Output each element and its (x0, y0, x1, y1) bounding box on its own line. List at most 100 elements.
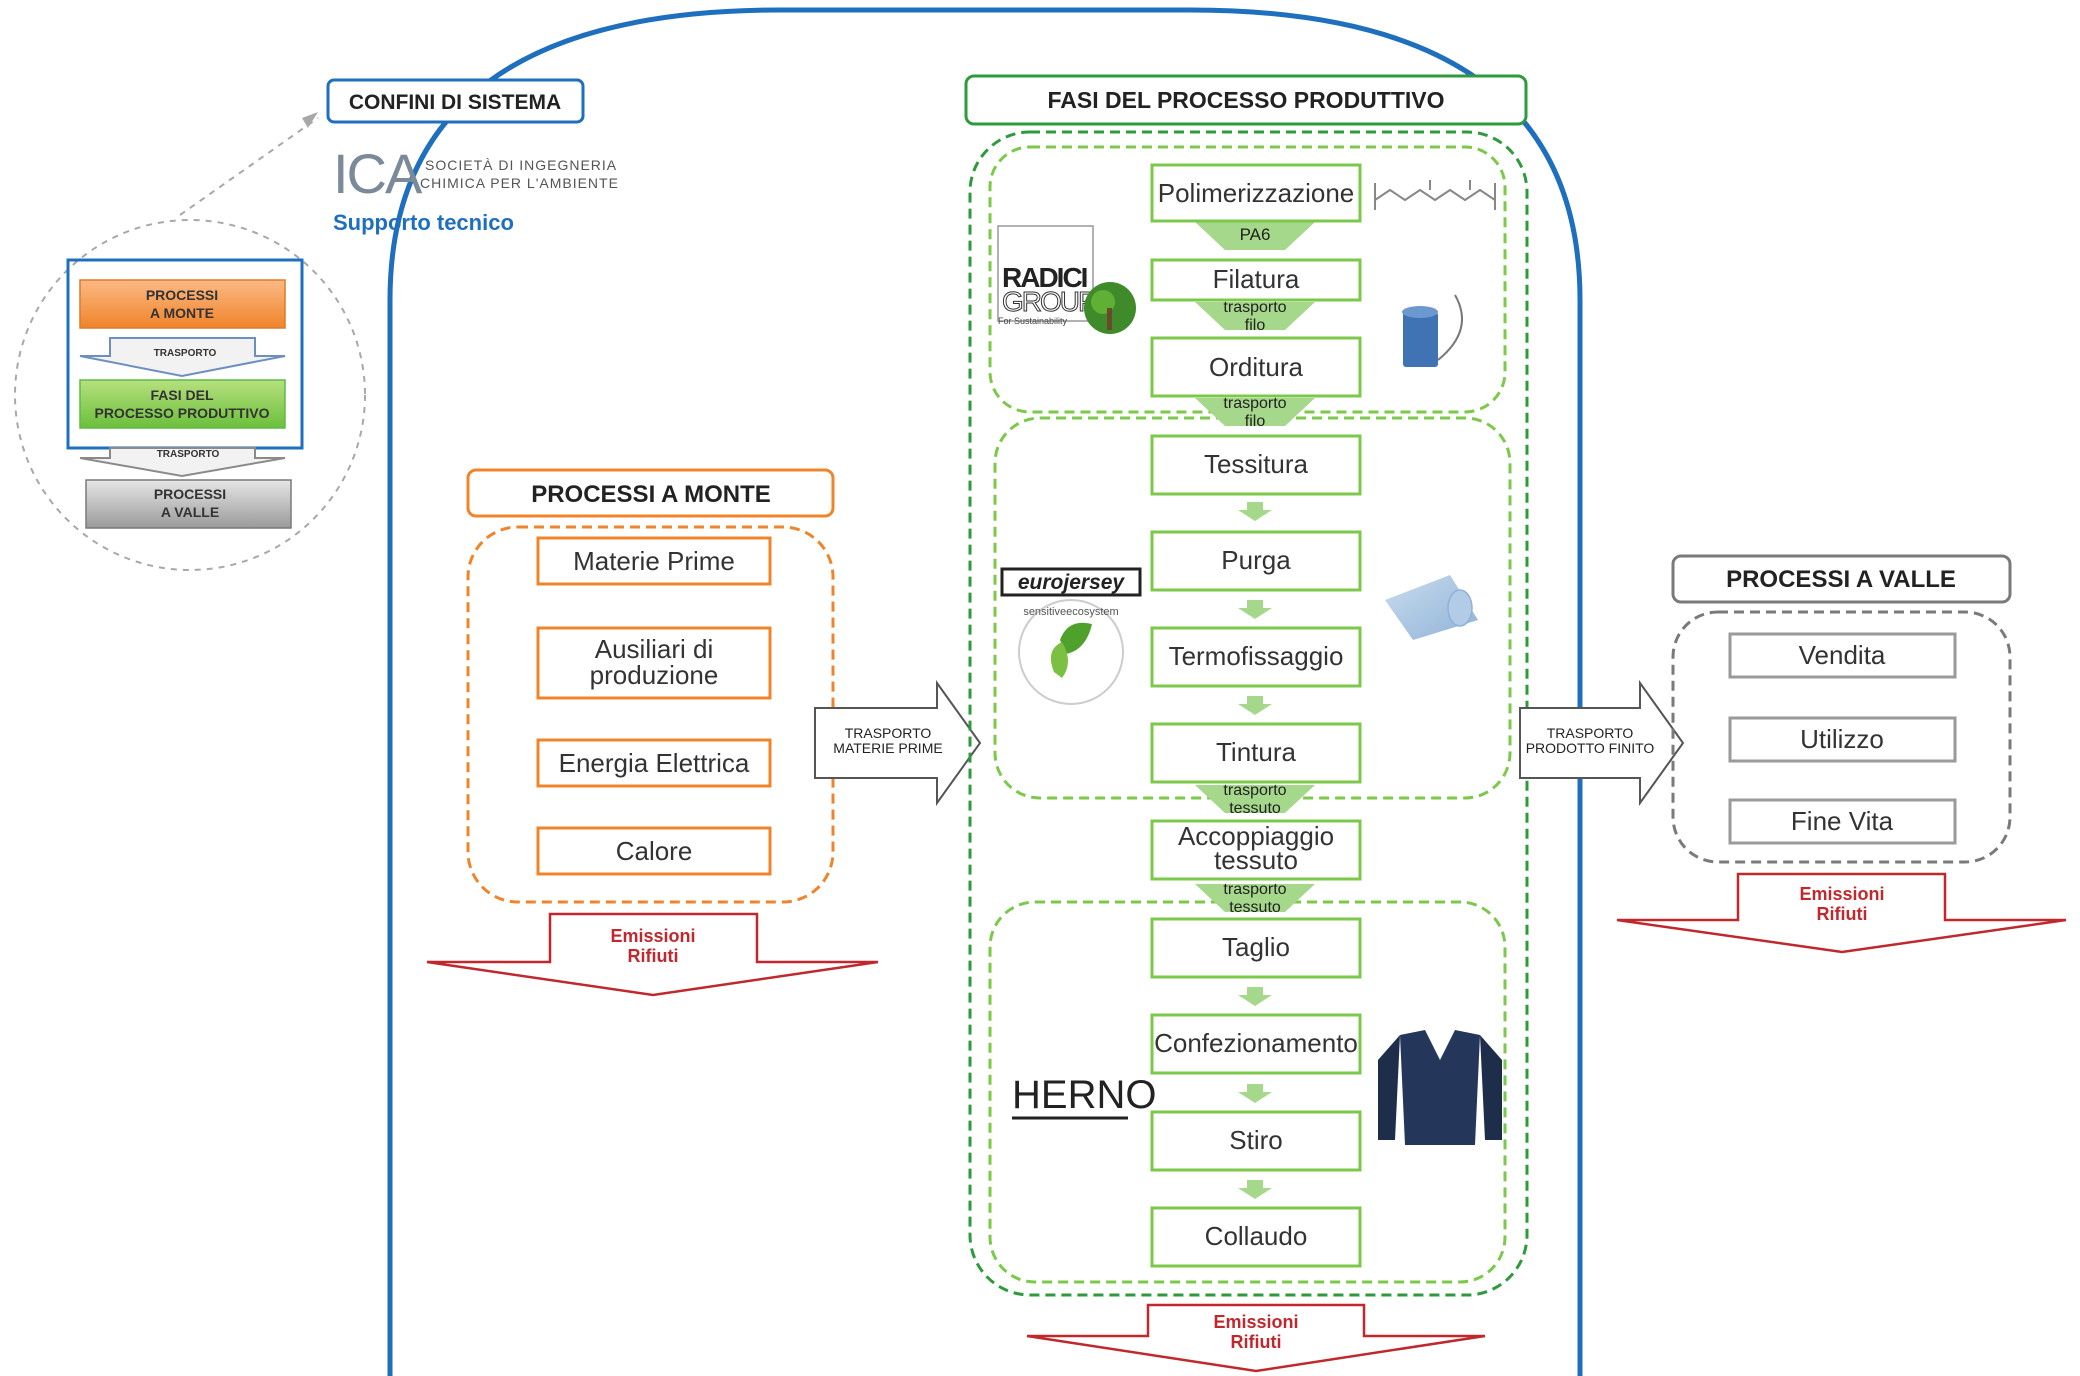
radici-logo-line1: RADICI (1002, 262, 1087, 293)
sensitive-ecosystem-logo: sensitiveecosystem (1018, 599, 1124, 705)
downstream-title: PROCESSI A VALLE (1726, 566, 1956, 593)
system-boundary-title: CONFINI DI SISTEMA (349, 91, 561, 114)
fabric-roll-icon (1385, 575, 1478, 640)
step-orditura (1150, 336, 1362, 398)
system-boundary-frame (387, 7, 1583, 1376)
step-tintura (1150, 722, 1362, 784)
legend-pointer-arrowhead (302, 112, 318, 128)
transport-finished-line1: TRASPORTO (1547, 725, 1634, 741)
radici-logo-line2: GROUP (1002, 286, 1096, 317)
transport-tessuto-2-line2: tessuto (1229, 899, 1281, 916)
connector-small-arrow (1238, 600, 1272, 619)
step-taglio (1150, 917, 1362, 979)
system-boundary-title-box (326, 78, 585, 124)
legend-upstream-line1: PROCESSI (146, 287, 218, 303)
transport-raw-line2: MATERIE PRIME (833, 740, 942, 756)
step-purga (1150, 530, 1362, 592)
transport-filo-2-line2: filo (1245, 413, 1266, 430)
step-label: Stiro (1229, 1125, 1282, 1155)
ica-logo-text: ICA (333, 142, 423, 205)
ica-support-text: Supporto tecnico (333, 210, 514, 235)
sensitive-logo-text: sensitiveecosystem (1023, 606, 1118, 618)
step-label: Collaudo (1205, 1221, 1308, 1251)
upstream-item-label: Calore (616, 836, 693, 866)
transport-tessuto-1-line2: tessuto (1229, 800, 1281, 817)
step-label: tessuto (1214, 845, 1298, 875)
downstream-item-vendita (1728, 632, 1957, 679)
step-label: Tintura (1216, 737, 1296, 767)
production-title-box (964, 74, 1528, 126)
step-stiro (1150, 1110, 1362, 1172)
connector-filatura-orditura (1195, 302, 1315, 330)
production-emissions-line2: Rifiuti (1231, 1332, 1282, 1352)
connector-small-arrow (1238, 1084, 1272, 1103)
ica-company-line2: CHIMICA PER L'AMBIENTE (420, 175, 619, 191)
step-filatura (1150, 258, 1362, 302)
radici-logo-tagline: For Sustainability (998, 316, 1068, 326)
connector-small-arrow (1238, 987, 1272, 1006)
connector-accoppiaggio-taglio (1195, 884, 1315, 912)
step-tessitura (1150, 434, 1362, 496)
thread-spool-icon (1402, 294, 1463, 367)
legend-downstream-line2: A VALLE (161, 504, 219, 520)
step-collaudo (1150, 1206, 1362, 1268)
step-termofissaggio (1150, 626, 1362, 688)
legend-transport1-label: TRASPORTO (154, 348, 217, 359)
transport-tessuto-2-line1: trasporto (1223, 881, 1286, 898)
downstream-item-label: Fine Vita (1791, 806, 1894, 836)
transport-filo-2-line1: trasporto (1223, 395, 1286, 412)
production-emissions-line1: Emissioni (1213, 1312, 1298, 1332)
upstream-item-materie-prime (536, 536, 772, 586)
upstream-item-calore (536, 826, 772, 876)
step-accoppiaggio (1150, 819, 1362, 881)
jacket-icon (1378, 1030, 1502, 1145)
upstream-title: PROCESSI A MONTE (531, 481, 771, 508)
transport-raw-arrow (814, 679, 982, 807)
step-label: Polimerizzazione (1158, 178, 1355, 208)
step-label: Tessitura (1204, 449, 1309, 479)
transport-filo-1-line2: filo (1245, 317, 1266, 334)
herno-logo-text: HERNO (1012, 1073, 1156, 1117)
transport-filo-1-line1: trasporto (1223, 299, 1286, 316)
production-title: FASI DEL PROCESSO PRODUTTIVO (1047, 87, 1444, 113)
legend-transport2-arrow (79, 447, 286, 478)
legend-upstream-line2: A MONTE (150, 305, 214, 321)
step-label: Filatura (1213, 264, 1300, 294)
upstream-title-box (466, 468, 835, 518)
production-emissions-arrow (1026, 1303, 1486, 1373)
legend-upstream-box (79, 279, 286, 329)
legend-transport2-label: TRASPORTO (157, 449, 220, 460)
connector-small-arrow (1238, 1180, 1272, 1199)
step-label: Purga (1221, 545, 1291, 575)
legend-inset-circle (14, 219, 366, 571)
connector-small-arrow (1238, 502, 1272, 521)
legend-downstream-line1: PROCESSI (154, 486, 226, 502)
downstream-item-utilizzo (1728, 716, 1957, 763)
polymer-chain-icon (1374, 180, 1496, 210)
downstream-item-label: Utilizzo (1800, 724, 1884, 754)
downstream-title-box (1671, 554, 2012, 604)
step-label: Termofissaggio (1169, 641, 1344, 671)
transport-finished-line2: PRODOTTO FINITO (1526, 740, 1655, 756)
production-outer-group (968, 130, 1529, 1297)
downstream-emissions-line2: Rifiuti (1817, 904, 1868, 924)
step-polimerizzazione (1150, 163, 1362, 223)
eurojersey-logo: eurojersey (1000, 567, 1142, 597)
legend-pointer-line (179, 117, 319, 216)
step-confezionamento (1150, 1013, 1362, 1075)
ica-company-line1: SOCIETÀ DI INGEGNERIA (425, 157, 617, 173)
legend-production-line2: PROCESSO PRODUTTIVO (94, 405, 269, 421)
transport-finished-arrow (1519, 679, 1685, 807)
upstream-item-label: Energia Elettrica (559, 748, 750, 778)
upstream-emissions-line1: Emissioni (610, 926, 695, 946)
downstream-item-label: Vendita (1799, 640, 1886, 670)
connector-tintura-accoppiaggio (1195, 785, 1315, 813)
downstream-emissions-arrow (1616, 872, 2067, 954)
downstream-item-fine-vita (1728, 798, 1957, 845)
upstream-item-label: Ausiliari di (595, 634, 714, 664)
legend-production-box (79, 379, 286, 429)
step-label: Confezionamento (1154, 1028, 1358, 1058)
connector-small-arrow (1238, 696, 1272, 715)
